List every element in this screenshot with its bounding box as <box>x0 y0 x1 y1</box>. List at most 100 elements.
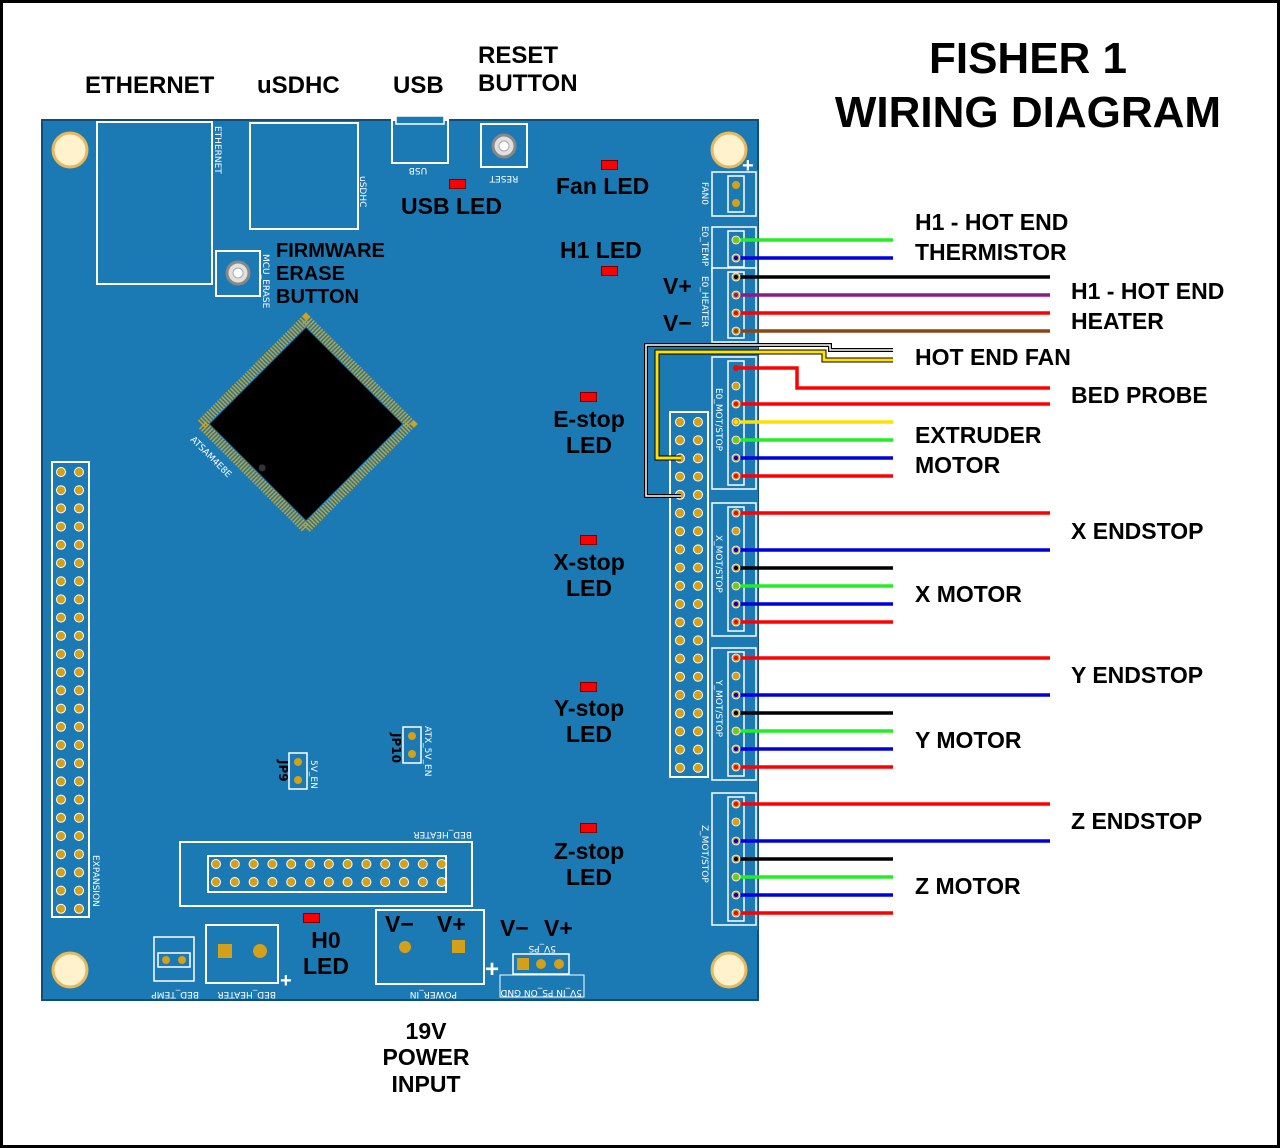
expansion-pin <box>56 794 66 805</box>
header-pin <box>693 453 703 464</box>
bed-heater-pin <box>305 859 315 869</box>
label-reset: RESET BUTTON <box>478 42 578 97</box>
expansion-pin <box>56 867 66 878</box>
header-pin <box>693 671 703 682</box>
wire-end <box>733 692 739 698</box>
silk-e0-mot: E0_MOT/STOP <box>713 388 723 452</box>
expansion-pin <box>74 503 84 514</box>
wire-end <box>733 401 739 407</box>
label-ethernet: ETHERNET <box>85 72 215 99</box>
silk-bed-temp: BED_TEMP <box>151 989 199 999</box>
label-power-line3: INPUT <box>391 1070 461 1097</box>
expansion-pin <box>74 667 84 678</box>
label-usb-led: USB LED <box>401 193 502 219</box>
expansion-pin <box>74 539 84 550</box>
bed-heater-pin <box>380 877 391 887</box>
label-zstop-line1: Z-stop <box>553 838 625 864</box>
label-ps-vminus: V− <box>500 915 529 941</box>
expansion-pin <box>74 721 84 732</box>
expansion-pin <box>74 794 84 805</box>
label-extruder-line2: MOTOR <box>915 451 1001 478</box>
header-pin <box>675 671 685 682</box>
wire-end <box>733 455 739 461</box>
label-z-motor: Z MOTOR <box>915 873 1021 899</box>
label-x-endstop: X ENDSTOP <box>1071 518 1204 544</box>
connector-pins <box>731 235 741 918</box>
silk-5v-ps-pins: 5V_IN PS_ON GND <box>500 987 582 997</box>
silk-bed-heater: BED_HEATER <box>217 989 276 999</box>
header-pin <box>693 562 703 573</box>
wire-end <box>733 874 739 880</box>
header-pin <box>693 471 703 482</box>
expansion-pin <box>56 885 66 896</box>
zstop-led-indicator <box>580 823 597 833</box>
expansion-pin <box>56 521 66 532</box>
bed-heater-pin <box>211 859 221 869</box>
header-pin <box>693 580 703 591</box>
expansion-pin <box>74 612 84 623</box>
silk-z-mot: Z_MOT/STOP <box>699 825 709 883</box>
expansion-pin <box>74 831 84 841</box>
wire-end <box>733 892 739 898</box>
header-pin <box>693 635 703 646</box>
pcb-board <box>41 119 759 1001</box>
fan-led-indicator <box>601 160 618 170</box>
expansion-pin <box>56 903 66 914</box>
estop-led-indicator <box>580 392 597 402</box>
bed-heater-pin <box>380 859 391 869</box>
header-pin <box>693 526 703 537</box>
expansion-pin <box>56 576 66 587</box>
header-pin <box>675 635 685 646</box>
wires <box>644 238 1050 915</box>
header-pin <box>675 544 685 555</box>
bed-heater-connector <box>205 924 279 984</box>
h1-led-indicator <box>601 266 618 276</box>
header-pin <box>675 599 685 609</box>
wire-end <box>733 601 739 607</box>
bed-heater-pin <box>323 877 334 887</box>
label-h0-line2: LED <box>303 953 349 980</box>
label-estop-line1: E-stop <box>553 406 625 432</box>
wire-end <box>733 838 739 844</box>
expansion-pin <box>56 594 66 605</box>
label-x-motor: X MOTOR <box>915 581 1022 607</box>
silk-expansion: EXPANSION <box>90 855 100 907</box>
expansion-pin <box>56 612 66 623</box>
expansion-pin <box>56 758 66 769</box>
bed-heater-pin <box>436 877 447 887</box>
wire-end <box>733 365 739 371</box>
connector-pin <box>731 817 741 827</box>
firmware-erase-button-part[interactable] <box>215 250 261 297</box>
expansion-pin <box>74 521 84 532</box>
header-pin <box>693 690 703 700</box>
label-xstop-line2: LED <box>566 575 612 602</box>
wire-end <box>733 565 739 571</box>
header-pin <box>675 526 685 537</box>
power-in-connector <box>375 909 485 985</box>
wire-end <box>733 583 739 589</box>
silk-ethernet: ETHERNET <box>212 126 222 174</box>
expansion-pin <box>74 576 84 587</box>
header-pin <box>693 435 703 446</box>
jp9-jumper[interactable] <box>288 752 308 790</box>
header-pin <box>693 417 703 427</box>
reset-button-part[interactable] <box>480 123 528 168</box>
xstop-led-indicator <box>580 535 597 545</box>
wire-end <box>733 328 739 334</box>
wire-end <box>733 655 739 661</box>
label-firmware-line2: ERASE <box>276 263 345 285</box>
label-h1-thermistor: H1 - HOT END THERMISTOR <box>915 208 1068 268</box>
silk-mcu-erase: MCU_ERASE <box>260 254 270 309</box>
jp10-jumper[interactable] <box>402 726 422 764</box>
bed-heater-pin <box>436 859 447 869</box>
label-extruder-line1: EXTRUDER <box>915 422 1042 448</box>
header-pin <box>675 508 685 518</box>
ethernet-jack <box>96 121 213 285</box>
silk-bed-heater-top: BED_HEATER <box>413 829 472 839</box>
expansion-pin <box>74 649 84 659</box>
5v-ps-connector <box>499 953 585 998</box>
label-zstop-led: Z-stop LED <box>539 838 639 891</box>
silk-power-in: POWER_IN <box>410 989 457 999</box>
wire-end <box>733 801 739 807</box>
header-pin <box>693 726 703 737</box>
